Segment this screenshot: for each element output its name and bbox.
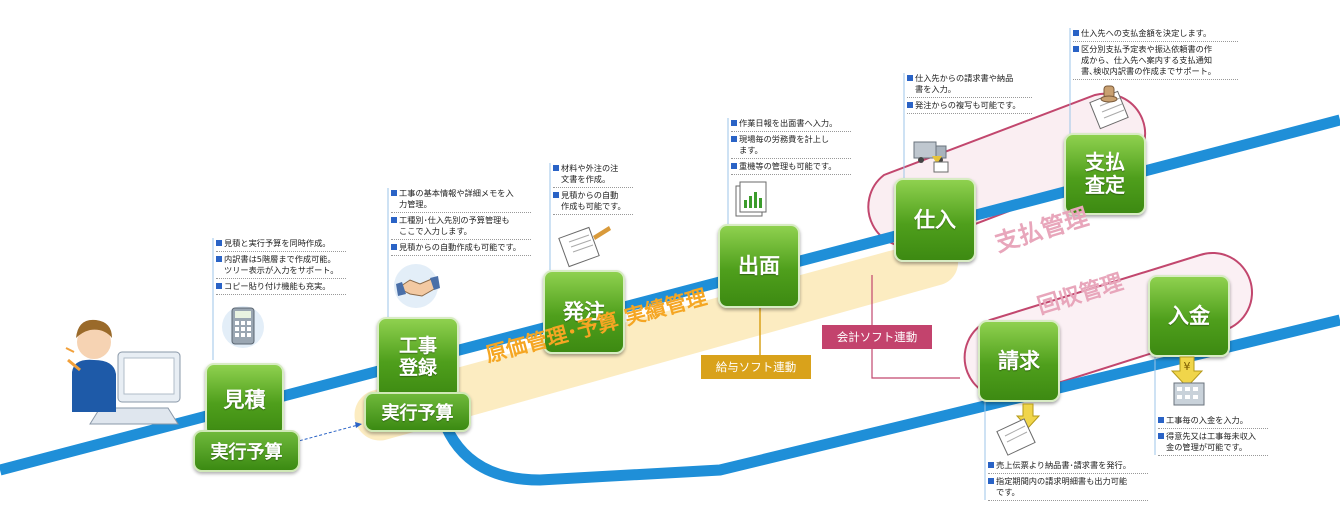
note-item: 見積と実行予算を同時作成。 xyxy=(216,238,346,252)
note-item: 内訳書は5階層まで作成可能。 ツリー表示が入力をサポート。 xyxy=(216,254,346,279)
shiharai-line1: 支払 xyxy=(1085,150,1125,174)
step-demen[interactable]: 出面 xyxy=(718,224,800,308)
note-shiire: 仕入先からの請求書や納品 書を入力。 発注からの複写も可能です。 xyxy=(907,73,1032,116)
note-item: 見積からの自動作成も可能です。 xyxy=(391,242,531,256)
note-item: 見積からの自動 作成も可能です。 xyxy=(553,190,633,215)
note-demen: 作業日報を出面書へ入力。 現場毎の労務費を計上し ます。 重機等の管理も可能です… xyxy=(731,118,851,177)
delivery-truck-icon xyxy=(913,141,949,173)
stamp-document-icon xyxy=(1089,85,1129,130)
step-shiire[interactable]: 仕入 xyxy=(894,178,976,262)
note-item: 材料や外注の注 文書を作成。 xyxy=(553,163,633,188)
note-item: コピー貼り付け機能も充実。 xyxy=(216,281,346,295)
yen-building-icon: ¥ xyxy=(1170,356,1205,406)
note-seikyu: 売上伝票より納品書･請求書を発行。 指定期間内の請求明細書も出力可能 です。 xyxy=(988,460,1148,503)
note-item: 発注からの複写も可能です。 xyxy=(907,100,1032,114)
invoice-arrow-icon xyxy=(996,403,1041,456)
note-item: 重機等の管理も可能です。 xyxy=(731,161,851,175)
step-koji-toroku[interactable]: 工事 登録 xyxy=(377,317,459,399)
note-hacchu: 材料や外注の注 文書を作成。 見積からの自動 作成も可能です。 xyxy=(553,163,633,217)
note-item: 工事毎の入金を入力。 xyxy=(1158,415,1268,429)
genka-kanri-band xyxy=(354,239,959,441)
step-seikyu[interactable]: 請求 xyxy=(978,320,1060,402)
dashed-arrow-head xyxy=(355,422,362,428)
kyuyo-soft-tag[interactable]: 給与ソフト連動 xyxy=(701,355,811,379)
calculator-icon xyxy=(222,306,264,348)
note-item: 作業日報を出面書へ入力。 xyxy=(731,118,851,132)
svg-text:¥: ¥ xyxy=(1184,360,1191,373)
note-item: 得意先又は工事毎未収入 金の管理が可能です。 xyxy=(1158,431,1268,456)
step-hacchu[interactable]: 発注 xyxy=(543,270,625,354)
note-nyukin: 工事毎の入金を入力。 得意先又は工事毎未収入 金の管理が可能です。 xyxy=(1158,415,1268,458)
step-mitsumori[interactable]: 見積 xyxy=(205,363,284,437)
note-koji: 工事の基本情報や詳細メモを入 力管理。 工種別･仕入先別の予算管理も ここで入力… xyxy=(391,188,531,258)
note-mitsumori: 見積と実行予算を同時作成。 内訳書は5階層まで作成可能。 ツリー表示が入力をサポ… xyxy=(216,238,346,297)
document-pen-icon xyxy=(558,226,611,268)
koji-line2: 登録 xyxy=(398,357,437,379)
person-at-computer-icon xyxy=(65,319,181,425)
note-item: 仕入先への支払金額を決定します。 xyxy=(1073,28,1238,42)
step-nyukin[interactable]: 入金 xyxy=(1148,275,1230,357)
note-item: 工種別･仕入先別の予算管理も ここで入力します。 xyxy=(391,215,531,240)
shiharai-line2: 査定 xyxy=(1085,173,1125,197)
bar-chart-document-icon xyxy=(735,181,767,217)
note-item: 現場毎の労務費を計上し ます。 xyxy=(731,134,851,159)
step-shiharai-satei[interactable]: 支払 査定 xyxy=(1064,133,1146,215)
note-item: 売上伝票より納品書･請求書を発行。 xyxy=(988,460,1148,474)
note-item: 仕入先からの請求書や納品 書を入力。 xyxy=(907,73,1032,98)
handshake-icon xyxy=(394,264,440,308)
koji-line1: 工事 xyxy=(398,335,437,358)
dashed-arrow xyxy=(294,424,359,443)
kaikei-soft-tag[interactable]: 会計ソフト連動 xyxy=(822,325,932,349)
note-item: 指定期間内の請求明細書も出力可能 です。 xyxy=(988,476,1148,501)
kaikei-connector xyxy=(871,275,960,379)
note-item: 区分別支払予定表や振込依頼書の作 成から、仕入先へ案内する支払通知 書､検収内訳… xyxy=(1073,44,1238,80)
jikko-yosan-box-2[interactable]: 実行予算 xyxy=(364,392,471,432)
note-shiharai: 仕入先への支払金額を決定します。 区分別支払予定表や振込依頼書の作 成から、仕入… xyxy=(1073,28,1238,82)
jikko-yosan-box-1[interactable]: 実行予算 xyxy=(193,430,300,472)
note-item: 工事の基本情報や詳細メモを入 力管理。 xyxy=(391,188,531,213)
